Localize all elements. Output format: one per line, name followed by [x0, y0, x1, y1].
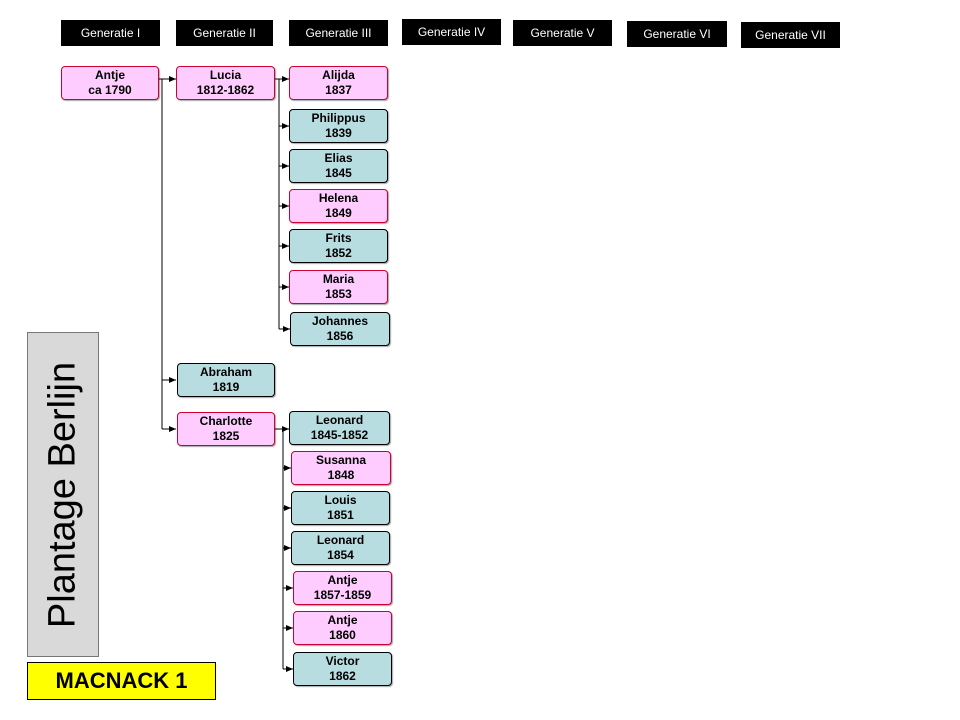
generation-header-5: Generatie V — [513, 20, 612, 46]
person-johannes: Johannes 1856 — [290, 312, 390, 346]
plantation-title: Plantage Berlijn — [41, 361, 84, 628]
person-leonard-1854: Leonard 1854 — [291, 531, 390, 565]
person-years: ca 1790 — [88, 83, 132, 97]
person-years: 1819 — [212, 380, 240, 394]
person-lucia: Lucia 1812-1862 — [176, 66, 275, 100]
person-abraham: Abraham 1819 — [177, 363, 275, 397]
person-years: 1812-1862 — [196, 83, 255, 97]
person-years: 1854 — [327, 548, 354, 562]
person-louis: Louis 1851 — [291, 491, 390, 525]
generation-header-2: Generatie II — [176, 20, 273, 46]
plantation-title-panel: Plantage Berlijn — [27, 332, 99, 657]
person-name: Leonard — [316, 533, 365, 547]
person-susanna: Susanna 1848 — [291, 451, 391, 485]
person-alijda: Alijda 1837 — [289, 66, 388, 100]
generation-header-6: Generatie VI — [627, 21, 727, 47]
person-name: Philippus — [311, 111, 366, 125]
person-name: Victor — [325, 654, 360, 668]
person-years: 1839 — [325, 126, 352, 140]
person-name: Antje — [95, 68, 125, 82]
person-name: Louis — [324, 493, 357, 507]
person-years: 1849 — [325, 206, 352, 220]
person-years: 1862 — [329, 669, 356, 683]
person-years: 1857-1859 — [313, 588, 372, 602]
person-years: 1845-1852 — [310, 428, 369, 442]
person-name: Lucia — [209, 68, 242, 82]
person-name: Antje — [327, 613, 358, 627]
person-years: 1852 — [325, 246, 352, 260]
person-name: Charlotte — [199, 414, 253, 428]
person-years: 1853 — [325, 287, 352, 301]
person-name: Abraham — [199, 365, 252, 379]
person-name: Elias — [324, 151, 353, 165]
person-years: 1837 — [325, 83, 352, 97]
person-philippus: Philippus 1839 — [289, 109, 388, 143]
generation-header-4: Generatie IV — [402, 19, 501, 45]
person-victor: Victor 1862 — [293, 652, 392, 686]
person-antje-1860: Antje 1860 — [293, 611, 392, 645]
person-antje-1790: Antje ca 1790 — [61, 66, 159, 100]
person-years: 1860 — [329, 628, 356, 642]
person-name: Helena — [318, 191, 359, 205]
generation-header-3: Generatie III — [289, 20, 388, 46]
person-years: 1825 — [212, 429, 240, 443]
person-antje-1857: Antje 1857-1859 — [293, 571, 392, 605]
person-helena: Helena 1849 — [289, 189, 388, 223]
person-elias: Elias 1845 — [289, 149, 388, 183]
person-maria: Maria 1853 — [289, 270, 388, 304]
person-charlotte: Charlotte 1825 — [177, 412, 275, 446]
person-name: Antje — [327, 573, 358, 587]
person-name: Maria — [322, 272, 355, 286]
family-label: MACNACK 1 — [27, 662, 216, 700]
person-years: 1848 — [327, 468, 355, 482]
person-name: Alijda — [322, 68, 355, 82]
generation-header-1: Generatie I — [61, 20, 160, 46]
person-years: 1851 — [327, 508, 354, 522]
person-name: Johannes — [311, 314, 368, 328]
person-name: Frits — [325, 231, 352, 245]
person-name: Leonard — [315, 413, 364, 427]
person-years: 1845 — [325, 166, 352, 180]
person-leonard-1845: Leonard 1845-1852 — [289, 411, 390, 445]
person-name: Susanna — [315, 453, 366, 467]
person-frits: Frits 1852 — [289, 229, 388, 263]
person-years: 1856 — [326, 329, 354, 343]
generation-header-7: Generatie VII — [741, 22, 840, 48]
